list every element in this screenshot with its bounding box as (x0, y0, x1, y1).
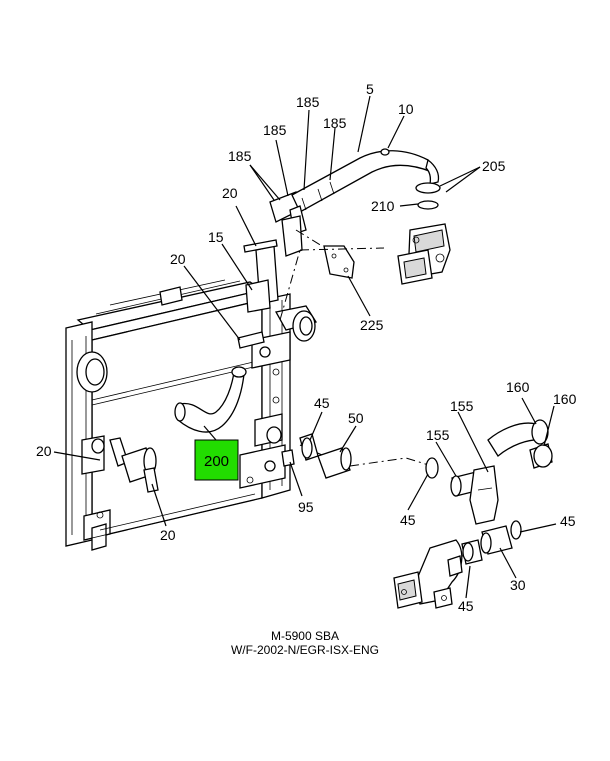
callout-210[interactable]: 210 (371, 198, 395, 214)
callout-95[interactable]: 95 (298, 499, 314, 515)
callout-155-upper[interactable]: 155 (450, 398, 474, 414)
callout-185-right[interactable]: 185 (323, 115, 347, 131)
diagram-caption-line1: M-5900 SBA (270, 629, 340, 643)
callout-20-top[interactable]: 20 (222, 185, 238, 201)
callout-30[interactable]: 30 (510, 577, 526, 593)
callout-225[interactable]: 225 (360, 317, 384, 333)
callout-45-mid[interactable]: 45 (400, 512, 416, 528)
callout-labels: 185 5 10 185 185 185 205 20 210 15 20 22… (36, 81, 577, 614)
callout-185-top[interactable]: 185 (296, 94, 320, 110)
callout-155-lower[interactable]: 155 (426, 427, 450, 443)
callout-20-mid[interactable]: 20 (170, 251, 186, 267)
part-50-hose (281, 433, 352, 479)
callout-20-bottom[interactable]: 20 (160, 527, 176, 543)
diagram-caption-line2: W/F-2002-N/EGR-ISX-ENG (230, 643, 380, 657)
left-hose-group (109, 437, 159, 493)
callout-20-left[interactable]: 20 (36, 443, 52, 459)
egr-valve (397, 223, 451, 285)
callout-10[interactable]: 10 (398, 101, 414, 117)
callout-185-far-left[interactable]: 185 (228, 148, 252, 164)
part-5-pipe (269, 148, 440, 257)
callout-15[interactable]: 15 (208, 229, 224, 245)
part-15-tube (237, 239, 279, 349)
callout-205[interactable]: 205 (482, 158, 506, 174)
callout-200[interactable]: 200 (204, 453, 229, 470)
leader-lines (53, 95, 557, 599)
part-200-hose (174, 366, 247, 433)
part-205-clamp (415, 182, 441, 210)
callout-45-right[interactable]: 45 (560, 513, 576, 529)
highlight-box-200[interactable] (194, 439, 239, 481)
callout-45-bottom[interactable]: 45 (458, 598, 474, 614)
callout-45-top[interactable]: 45 (314, 395, 330, 411)
callout-185-left[interactable]: 185 (263, 122, 287, 138)
callout-50[interactable]: 50 (348, 410, 364, 426)
callout-160-left[interactable]: 160 (506, 379, 530, 395)
callout-160-right[interactable]: 160 (553, 391, 577, 407)
right-elbow-group (393, 419, 553, 609)
callout-5[interactable]: 5 (366, 81, 374, 97)
part-225-bracket (323, 245, 355, 279)
